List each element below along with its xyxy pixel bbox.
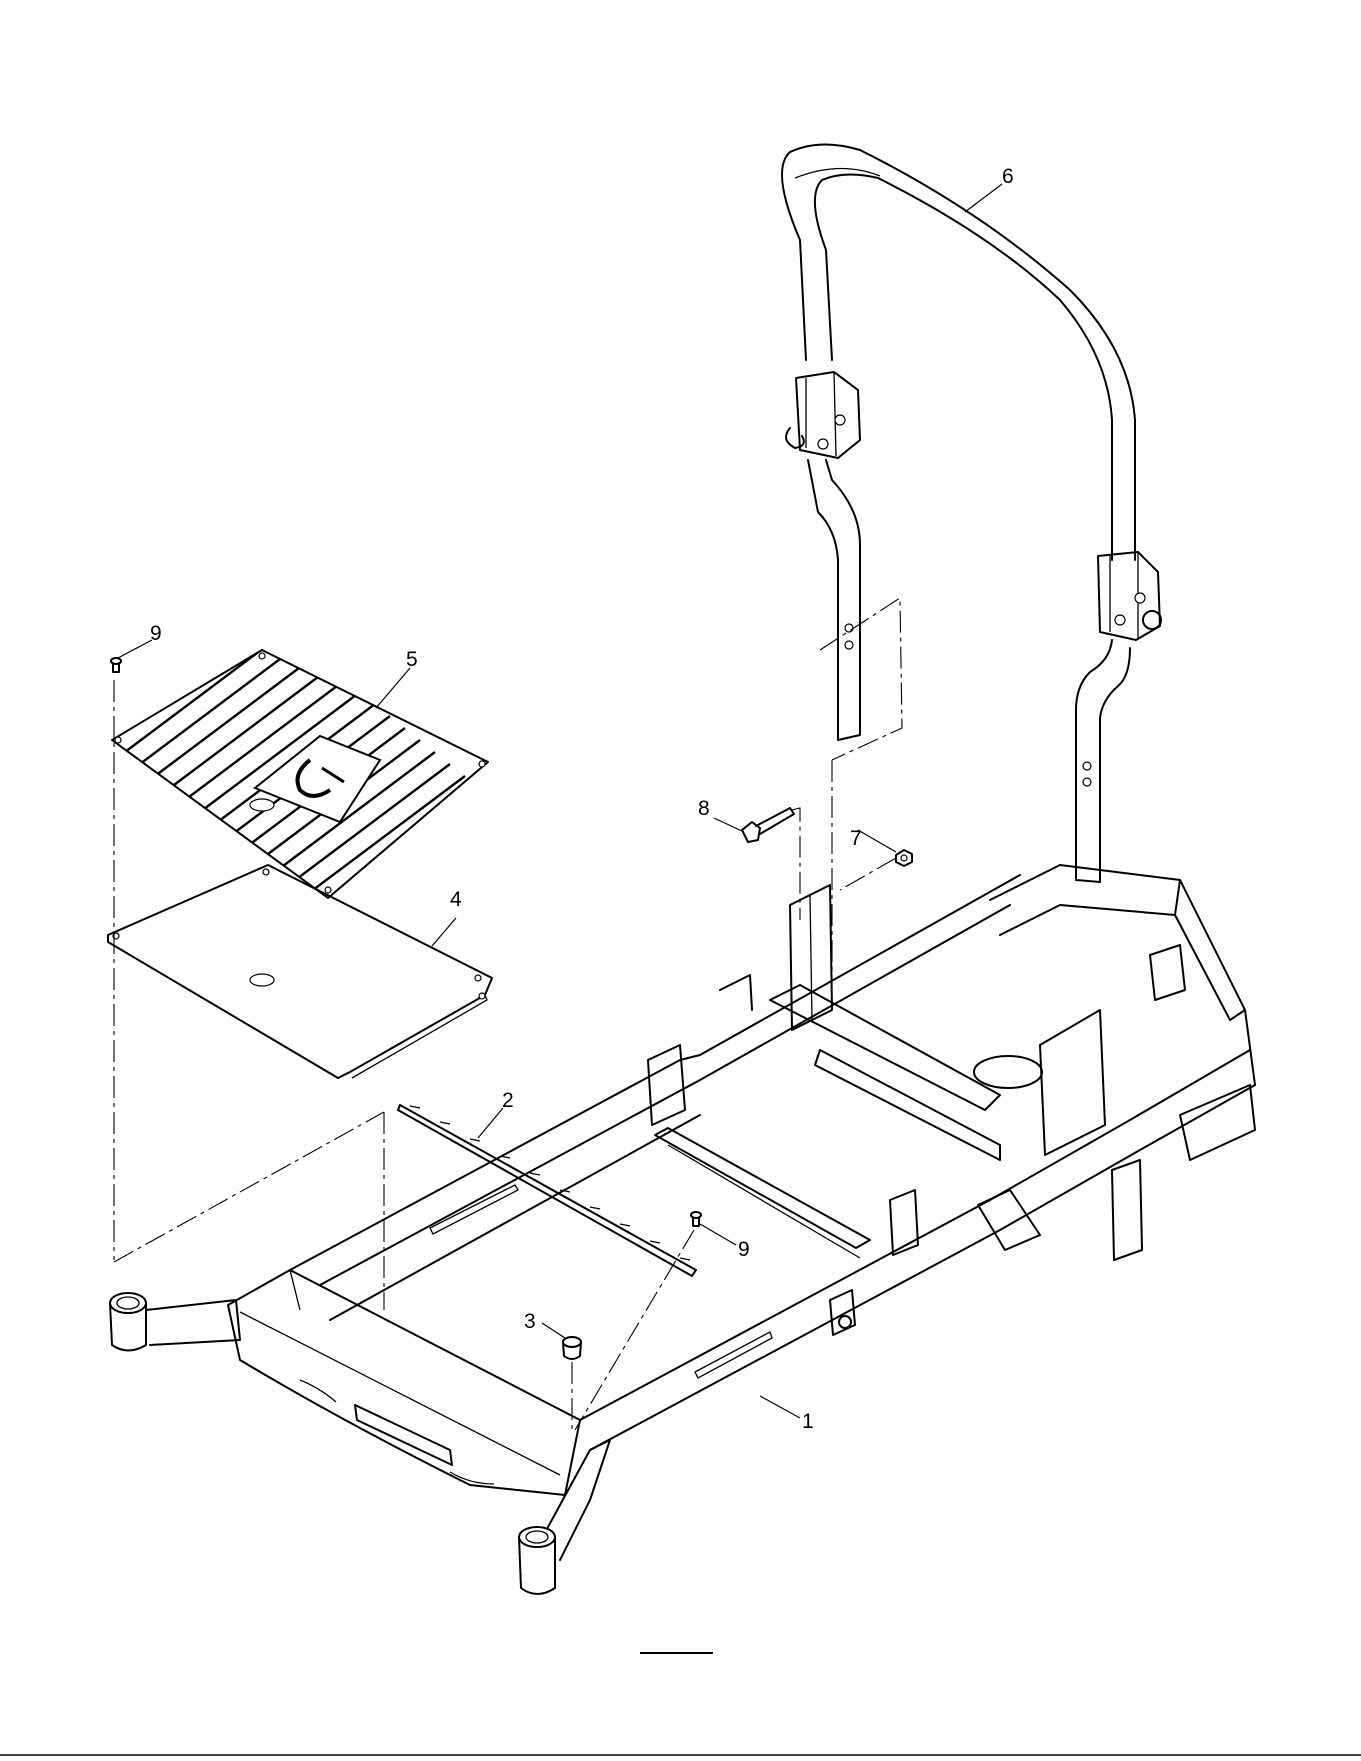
assembly-phantom-lines [114,598,902,1430]
part-6-roll-bar [782,144,1161,882]
callout-4: 4 [450,888,462,911]
callout-3: 3 [524,1310,536,1333]
callout-8: 8 [698,797,710,820]
part-9-screw-top [111,658,121,672]
part-9-screw-mid [691,1212,701,1226]
part-1-frame [110,865,1255,1594]
part-3-plug [563,1337,581,1359]
callout-7: 7 [850,827,862,850]
callout-leaders [118,184,1002,1418]
callout-9-mid: 9 [738,1238,750,1261]
part-7-nut [896,850,912,866]
callout-6: 6 [1002,165,1014,188]
callout-1: 1 [802,1410,814,1433]
part-4-floor-plate [108,865,492,1078]
callout-2: 2 [502,1089,514,1112]
callout-5: 5 [406,648,418,671]
callout-9-top: 9 [150,622,162,645]
part-8-bolt [742,808,794,842]
